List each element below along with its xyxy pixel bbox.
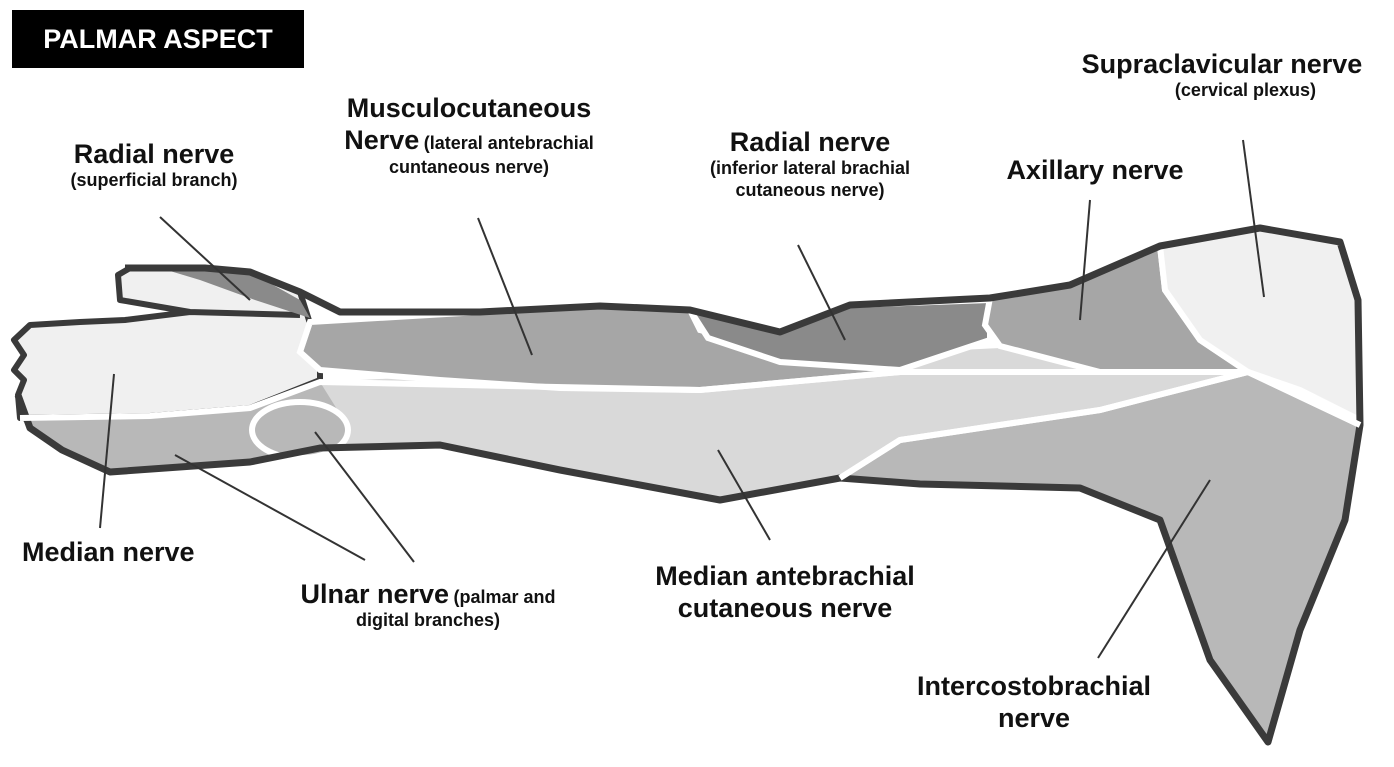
label-axillary-name: Axillary nerve <box>980 154 1210 186</box>
label-axillary: Axillary nerve <box>980 154 1210 186</box>
label-median-antebrachial-name2: cutaneous nerve <box>620 592 950 624</box>
label-musculocutaneous-name2: Nerve <box>344 125 419 155</box>
label-musculocutaneous-detail2: cuntaneous nerve) <box>284 157 654 179</box>
leader-line-ulnar-2 <box>315 432 414 562</box>
label-median-antebrachial: Median antebrachial cutaneous nerve <box>620 560 950 625</box>
label-radial-inferior-name: Radial nerve <box>660 126 960 158</box>
label-supraclavicular-detail: (cervical plexus) <box>1052 80 1392 102</box>
label-median-antebrachial-name1: Median antebrachial <box>620 560 950 592</box>
label-radial-superficial-detail: (superficial branch) <box>20 170 288 192</box>
label-radial-inferior: Radial nerve (inferior lateral brachial … <box>660 126 960 202</box>
label-ulnar-name: Ulnar nerve <box>300 579 449 609</box>
label-median: Median nerve <box>22 536 262 568</box>
label-radial-superficial-name: Radial nerve <box>20 138 288 170</box>
label-radial-inferior-detail2: cutaneous nerve) <box>660 180 960 202</box>
label-supraclavicular-name: Supraclavicular nerve <box>1052 48 1392 80</box>
label-intercostobrachial-name1: Intercostobrachial <box>884 670 1184 702</box>
label-intercostobrachial: Intercostobrachial nerve <box>884 670 1184 735</box>
label-musculocutaneous-name1: Musculocutaneous <box>284 92 654 124</box>
label-median-name: Median nerve <box>22 536 262 568</box>
label-ulnar: Ulnar nerve (palmar and digital branches… <box>258 578 598 632</box>
label-radial-inferior-detail1: (inferior lateral brachial <box>660 158 960 180</box>
label-ulnar-detail1: (palmar and <box>454 587 556 607</box>
label-radial-superficial: Radial nerve (superficial branch) <box>20 138 288 192</box>
label-supraclavicular: Supraclavicular nerve (cervical plexus) <box>1052 48 1392 102</box>
label-musculocutaneous: Musculocutaneous Nerve (lateral antebrac… <box>284 92 654 178</box>
label-musculocutaneous-detail1: (lateral antebrachial <box>424 133 594 153</box>
label-intercostobrachial-name2: nerve <box>884 702 1184 734</box>
label-ulnar-detail2: digital branches) <box>258 610 598 632</box>
